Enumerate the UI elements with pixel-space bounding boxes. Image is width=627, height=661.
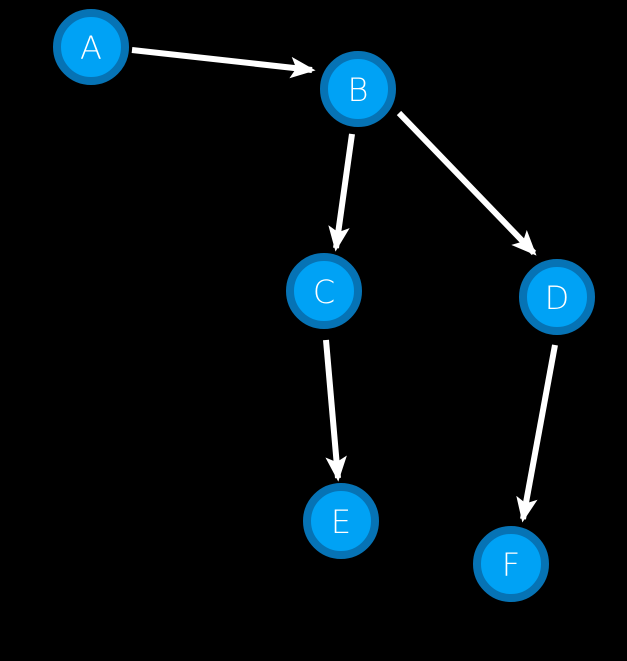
graph-node-f[interactable]: F xyxy=(473,526,549,602)
graph-edge-c-e[interactable] xyxy=(323,339,347,482)
node-circle-b xyxy=(320,51,396,127)
graph-edge-b-d[interactable] xyxy=(396,110,537,256)
graph-edge-d-f[interactable] xyxy=(516,344,558,523)
graph-node-c[interactable]: C xyxy=(286,253,362,329)
graph-edge-b-c[interactable] xyxy=(328,133,355,252)
node-circle-d xyxy=(519,259,595,335)
graph-node-b[interactable]: B xyxy=(320,51,396,127)
node-circle-a xyxy=(53,9,129,85)
node-circle-f xyxy=(473,526,549,602)
graph-edge-a-b[interactable] xyxy=(131,47,316,79)
node-circle-c xyxy=(286,253,362,329)
nodes-layer: A B C D E F xyxy=(53,9,595,602)
graph-node-d[interactable]: D xyxy=(519,259,595,335)
node-circle-e xyxy=(303,483,379,559)
graph-node-e[interactable]: E xyxy=(303,483,379,559)
graph-node-a[interactable]: A xyxy=(53,9,129,85)
edges-layer xyxy=(131,47,558,523)
